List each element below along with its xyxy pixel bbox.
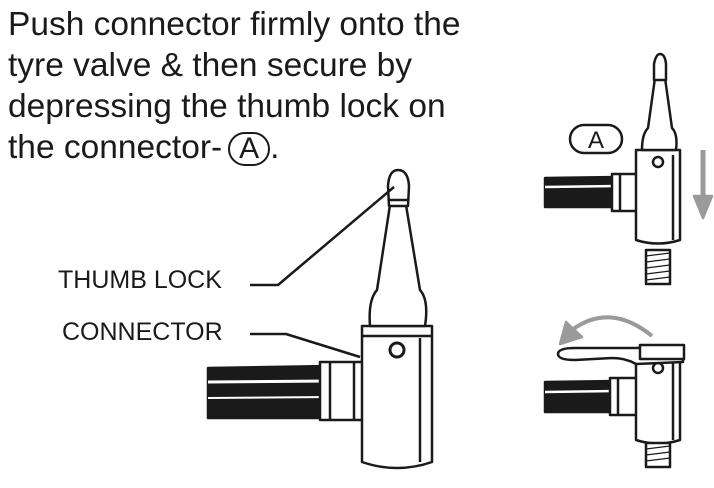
instruction-line-3: depressing the thumb lock on [8, 88, 446, 125]
marker-a-inline: A [228, 132, 271, 166]
rotate-arrow-head [558, 320, 584, 346]
lock-collar [608, 376, 640, 417]
detail-hose [543, 175, 620, 209]
lock-pivot-hole [651, 361, 665, 375]
detail-marker-a-label: A [588, 127, 604, 154]
instruction-line-2: tyre valve & then secure by [8, 47, 413, 84]
instruction-line-4: the connector- [8, 129, 223, 166]
detail-marker-a [568, 123, 624, 155]
connector-label: CONNECTOR [62, 318, 223, 346]
lock-illustration [543, 315, 686, 469]
main-connector [206, 168, 434, 470]
detail-a-illustration [543, 52, 714, 286]
detail-collar [610, 172, 640, 213]
main-connector-body [360, 324, 434, 470]
rotate-arrow [570, 315, 654, 338]
detail-lever-tip [652, 52, 668, 82]
thumb-lock-leader [250, 186, 395, 287]
instruction-end: . [270, 129, 280, 166]
connector-leader [250, 332, 361, 359]
push-down-arrow-head [692, 194, 714, 220]
main-hose [206, 364, 332, 420]
instruction-text: Push connector firmly onto the tyre valv… [8, 4, 528, 168]
main-lever-tip [386, 168, 411, 208]
instruction-line-1: Push connector firmly onto the [8, 6, 461, 43]
main-pivot-hole [388, 341, 406, 359]
detail-connector-body [634, 148, 682, 245]
lock-hose [543, 379, 618, 414]
thumb-lock-label: THUMB LOCK [58, 266, 222, 294]
main-collar [318, 360, 367, 422]
detail-lever [640, 76, 678, 152]
main-thumb-lock-lever [368, 203, 428, 328]
detail-pivot-hole [651, 155, 665, 169]
